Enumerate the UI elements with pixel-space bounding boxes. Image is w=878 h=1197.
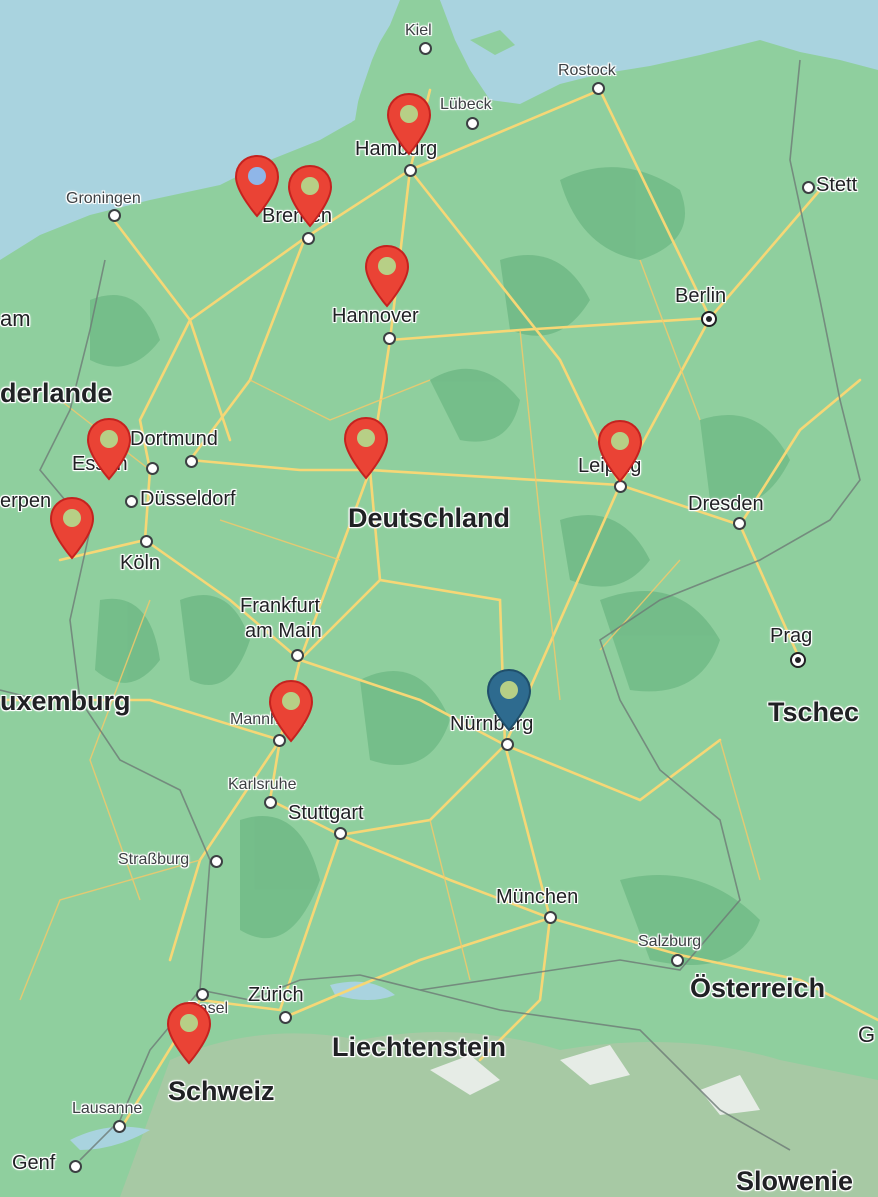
marker-bremen[interactable] — [287, 164, 333, 228]
city-dot-groningen — [108, 209, 121, 222]
label-stuttgart[interactable]: Stuttgart — [288, 802, 364, 824]
marker-mannheim[interactable] — [268, 679, 314, 743]
label-liechtenstein[interactable]: Liechtenstein — [332, 1032, 507, 1062]
label-rostock[interactable]: Rostock — [558, 62, 616, 79]
label-frankfurt-1[interactable]: Frankfurt — [240, 595, 321, 617]
city-dot-berlin — [701, 311, 717, 327]
city-dot-nuernberg — [501, 738, 514, 751]
city-dot-dresden — [733, 517, 746, 530]
label-muenchen[interactable]: München — [496, 886, 579, 908]
marker-basel[interactable] — [166, 1001, 212, 1065]
marker-hannover[interactable] — [364, 244, 410, 308]
label-lausanne[interactable]: Lausanne — [72, 1100, 143, 1117]
label-duesseldorf[interactable]: Düsseldorf — [140, 488, 236, 510]
label-dresden[interactable]: Dresden — [688, 493, 764, 515]
city-dot-genf — [69, 1160, 82, 1173]
label-strassburg[interactable]: Straßburg — [118, 851, 190, 868]
city-dot-rostock — [592, 82, 605, 95]
city-dot-zuerich — [279, 1011, 292, 1024]
city-dot-duesseldorf — [125, 495, 138, 508]
label-oesterreich[interactable]: Österreich — [690, 973, 826, 1003]
label-genf[interactable]: Genf — [12, 1152, 56, 1174]
city-dot-kiel — [419, 42, 432, 55]
city-dot-muenchen — [544, 911, 557, 924]
city-dot-stuttgart — [334, 827, 347, 840]
label-amsterdam[interactable]: am — [0, 306, 31, 331]
label-karlsruhe[interactable]: Karlsruhe — [228, 776, 297, 793]
label-berlin[interactable]: Berlin — [675, 285, 727, 307]
city-dot-dortmund — [185, 455, 198, 468]
label-groningen[interactable]: Groningen — [66, 190, 141, 207]
label-deutschland[interactable]: Deutschland — [348, 503, 511, 533]
city-dot-essen — [146, 462, 159, 475]
label-g-edge[interactable]: G — [858, 1022, 876, 1047]
city-dot-hannover — [383, 332, 396, 345]
lake-geneva — [70, 1126, 150, 1150]
city-dot-luebeck — [466, 117, 479, 130]
lake-bodensee — [330, 981, 395, 1000]
label-schweiz[interactable]: Schweiz — [168, 1076, 275, 1106]
marker-kassel[interactable] — [343, 416, 389, 480]
city-dot-lausanne — [113, 1120, 126, 1133]
label-stettin[interactable]: Stett — [816, 174, 858, 196]
label-tschechien[interactable]: Tschec — [768, 697, 860, 727]
marker-nuernberg[interactable] — [486, 668, 532, 732]
city-dot-frankfurt — [291, 649, 304, 662]
city-dot-koeln — [140, 535, 153, 548]
label-prag[interactable]: Prag — [770, 625, 813, 647]
city-dot-karlsruhe — [264, 796, 277, 809]
city-dot-prag — [790, 652, 806, 668]
city-dot-bremen — [302, 232, 315, 245]
city-dot-salzburg — [671, 954, 684, 967]
label-kiel[interactable]: Kiel — [405, 22, 432, 39]
label-dortmund[interactable]: Dortmund — [130, 428, 218, 450]
label-luxemburg[interactable]: uxemburg — [0, 686, 131, 716]
label-niederlande[interactable]: derlande — [0, 378, 113, 408]
city-dot-mannheim — [273, 734, 286, 747]
label-antwerpen[interactable]: erpen — [0, 490, 52, 512]
label-zuerich[interactable]: Zürich — [248, 984, 304, 1006]
label-salzburg[interactable]: Salzburg — [638, 933, 702, 950]
marker-aachen[interactable] — [49, 496, 95, 560]
city-dot-hamburg — [404, 164, 417, 177]
city-dot-stettin — [802, 181, 815, 194]
label-slowenien[interactable]: Slowenie — [736, 1166, 854, 1196]
label-luebeck[interactable]: Lübeck — [440, 96, 492, 113]
marker-hamburg[interactable] — [386, 92, 432, 156]
city-dot-basel — [196, 988, 209, 1001]
marker-leipzig[interactable] — [597, 419, 643, 483]
label-frankfurt-2[interactable]: am Main — [245, 620, 322, 642]
alps-region — [120, 1032, 878, 1197]
city-dot-strassburg — [210, 855, 223, 868]
label-hannover[interactable]: Hannover — [332, 305, 419, 327]
marker-ostfriesland[interactable] — [234, 154, 280, 218]
label-koeln[interactable]: Köln — [120, 552, 161, 574]
marker-essen[interactable] — [86, 417, 132, 481]
